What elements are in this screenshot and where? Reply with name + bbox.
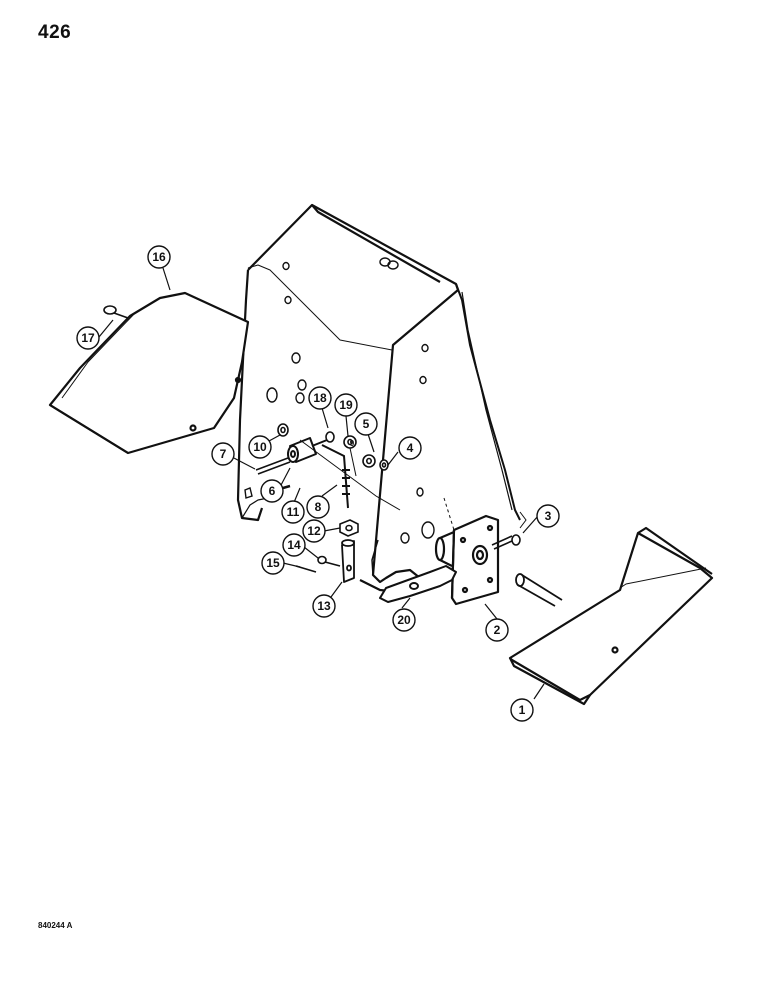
callout-1: 1: [510, 698, 534, 722]
svg-text:9: 9: [350, 439, 355, 448]
svg-text:3: 3: [545, 509, 552, 523]
sleeve-bushing: [287, 437, 333, 463]
svg-text:8: 8: [315, 500, 322, 514]
callout-19: 19: [334, 393, 358, 417]
svg-text:2: 2: [494, 623, 501, 637]
svg-text:20: 20: [397, 613, 411, 627]
svg-text:10: 10: [253, 440, 267, 454]
right-pedal-plate: [508, 526, 714, 706]
callout-20: 20: [392, 608, 416, 632]
flange-plate: [434, 514, 500, 606]
l-bolt: [321, 444, 350, 509]
callout-13: 13: [312, 594, 336, 618]
callout-10: 10: [248, 435, 272, 459]
callout-12: 12: [302, 519, 326, 543]
callout-8: 8: [306, 495, 330, 519]
callout-17: 17: [76, 326, 100, 350]
svg-text:18: 18: [313, 391, 327, 405]
svg-text:4: 4: [407, 441, 414, 455]
callout-14: 14: [282, 533, 306, 557]
bolt-3: [491, 534, 521, 550]
callout-9: 9: [350, 439, 355, 448]
callout-5: 5: [354, 412, 378, 436]
callout-6: 6: [260, 479, 284, 503]
left-pedal-plate: [48, 291, 250, 455]
bracket-holes: [244, 257, 435, 544]
assembly-lines: [299, 439, 527, 531]
svg-text:15: 15: [266, 556, 280, 570]
callout-3: 3: [536, 504, 560, 528]
svg-text:7: 7: [220, 447, 227, 461]
svg-text:1: 1: [519, 703, 526, 717]
callout-16: 16: [147, 245, 171, 269]
pedal-shaft: [515, 573, 563, 607]
lever-arm: [379, 565, 457, 603]
callout-4: 4: [398, 436, 422, 460]
nut-12: [339, 519, 359, 537]
washers-and-nuts: [277, 423, 389, 471]
bolt-14-pin-15: [295, 555, 341, 573]
svg-text:19: 19: [339, 398, 353, 412]
callout-18: 18: [308, 386, 332, 410]
callout-11: 11: [281, 500, 305, 524]
svg-text:6: 6: [269, 484, 276, 498]
rod-end-clevis: [341, 539, 355, 583]
callout-15: 15: [261, 551, 285, 575]
svg-text:5: 5: [363, 417, 370, 431]
svg-text:13: 13: [317, 599, 331, 613]
callouts: 1 2 3 4 5 6 7 8 10 11 12 13 14 15 16 17 …: [76, 245, 560, 722]
page-number: 426: [38, 22, 72, 43]
svg-text:14: 14: [287, 538, 301, 552]
callout-2: 2: [485, 618, 509, 642]
drawing-code: 840244 A: [38, 921, 73, 930]
svg-text:17: 17: [81, 331, 95, 345]
svg-text:11: 11: [287, 505, 300, 519]
callout-7: 7: [211, 442, 235, 466]
svg-text:12: 12: [307, 524, 321, 538]
bolt-17: [103, 305, 129, 319]
svg-text:16: 16: [152, 250, 166, 264]
